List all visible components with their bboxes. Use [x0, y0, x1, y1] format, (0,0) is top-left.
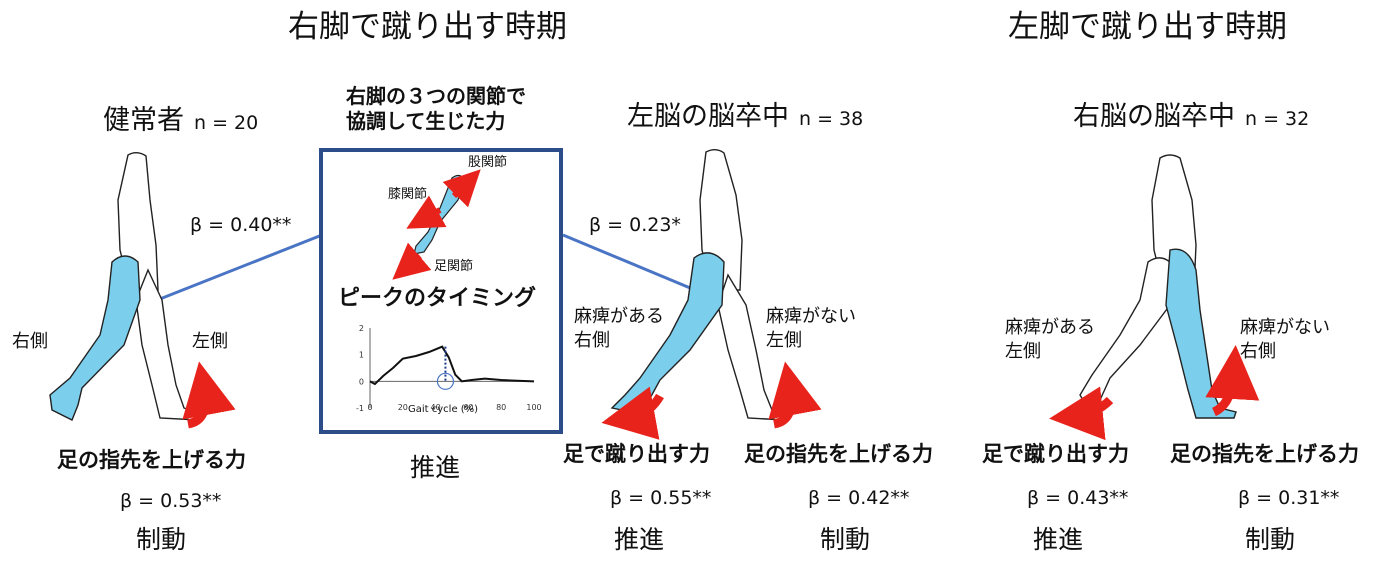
peak-timing-label: ピークのタイミング [338, 286, 537, 311]
beta-hip-left-stroke: β = 0.23* [589, 214, 681, 236]
role-push-left-stroke: 推進 [614, 525, 665, 554]
toe-lift-arrow-icon [768, 361, 822, 429]
nonparalyzed-label-left-stroke: 麻痺がない左側 [766, 306, 856, 352]
role-push-right-stroke: 推進 [1033, 525, 1084, 554]
label-left-side: 左側 [192, 331, 228, 352]
heading-right-push: 右脚で蹴り出す時期 [288, 9, 567, 45]
role-toe-left-stroke: 制動 [820, 525, 871, 554]
toe-label-left-stroke: 足の指先を上げる力 [744, 442, 933, 466]
mini-chart-y-tick: -1 [356, 404, 364, 413]
connector-line-right [562, 233, 696, 292]
beta-toe-left-stroke: β = 0.42** [808, 487, 910, 509]
healthy-figure [49, 152, 201, 421]
joint-label-ankle: 足関節 [434, 259, 474, 274]
push-label-left-stroke: 足で蹴り出す力 [563, 442, 710, 466]
role-center: 推進 [410, 453, 461, 482]
beta-force-healthy: β = 0.53** [120, 490, 222, 512]
nonparalyzed-label-right-stroke: 麻痺がない右側 [1240, 317, 1330, 363]
push-off-arrow-icon [1049, 386, 1114, 441]
toe-lift-arrow-icon [1205, 345, 1260, 417]
heading-left-push: 左脚で蹴り出す時期 [1008, 9, 1287, 45]
center-box-title: 右脚の３つの関節で協調して生じた力 [346, 84, 526, 133]
joint-label-knee: 膝関節 [388, 187, 428, 202]
beta-toe-right-stroke: β = 0.31** [1238, 487, 1340, 509]
hip-arrow-icon [442, 169, 481, 208]
mini-chart-x-tick: 80 [496, 403, 506, 412]
right-stroke-figure [1079, 154, 1237, 419]
mini-chart-y-tick: 2 [359, 324, 364, 333]
ankle-arrow-icon [392, 242, 432, 280]
knee-arrow-icon [406, 195, 447, 229]
mini-chart-y-tick: 1 [359, 351, 364, 360]
joint-label-hip: 股関節 [468, 155, 508, 170]
beta-hip-healthy: β = 0.40** [190, 214, 292, 236]
left-stroke-figure [610, 149, 789, 421]
mini-chart-x-tick: 0 [367, 403, 372, 412]
beta-push-left-stroke: β = 0.55** [610, 487, 712, 509]
mini-chart-y-tick: 0 [359, 377, 364, 386]
force-label-healthy: 足の指先を上げる力 [57, 448, 246, 472]
paralyzed-label-left-stroke: 麻痺がある右側 [574, 306, 664, 352]
mini-chart-x-tick: 40 [431, 403, 441, 412]
mini-chart-x-tick: 60 [463, 403, 473, 412]
toe-label-right-stroke: 足の指先を上げる力 [1170, 442, 1359, 466]
connector-line-left [131, 233, 323, 312]
label-right-side: 右側 [12, 331, 48, 352]
push-label-right-stroke: 足で蹴り出す力 [982, 442, 1129, 466]
mini-chart-x-tick: 20 [398, 403, 408, 412]
push-off-arrow-icon [601, 386, 664, 440]
toe-lift-arrow-icon [182, 361, 236, 429]
mini-chart-peak-circle [436, 372, 455, 390]
paralyzed-label-right-stroke: 麻痺がある左側 [1005, 317, 1095, 363]
mini-chart-x-tick: 100 [526, 403, 541, 412]
role-healthy: 制動 [136, 525, 187, 554]
mini-chart-xlabel: Gait cycle (%) [408, 404, 479, 415]
beta-push-right-stroke: β = 0.43** [1027, 487, 1129, 509]
role-toe-right-stroke: 制動 [1245, 525, 1296, 554]
